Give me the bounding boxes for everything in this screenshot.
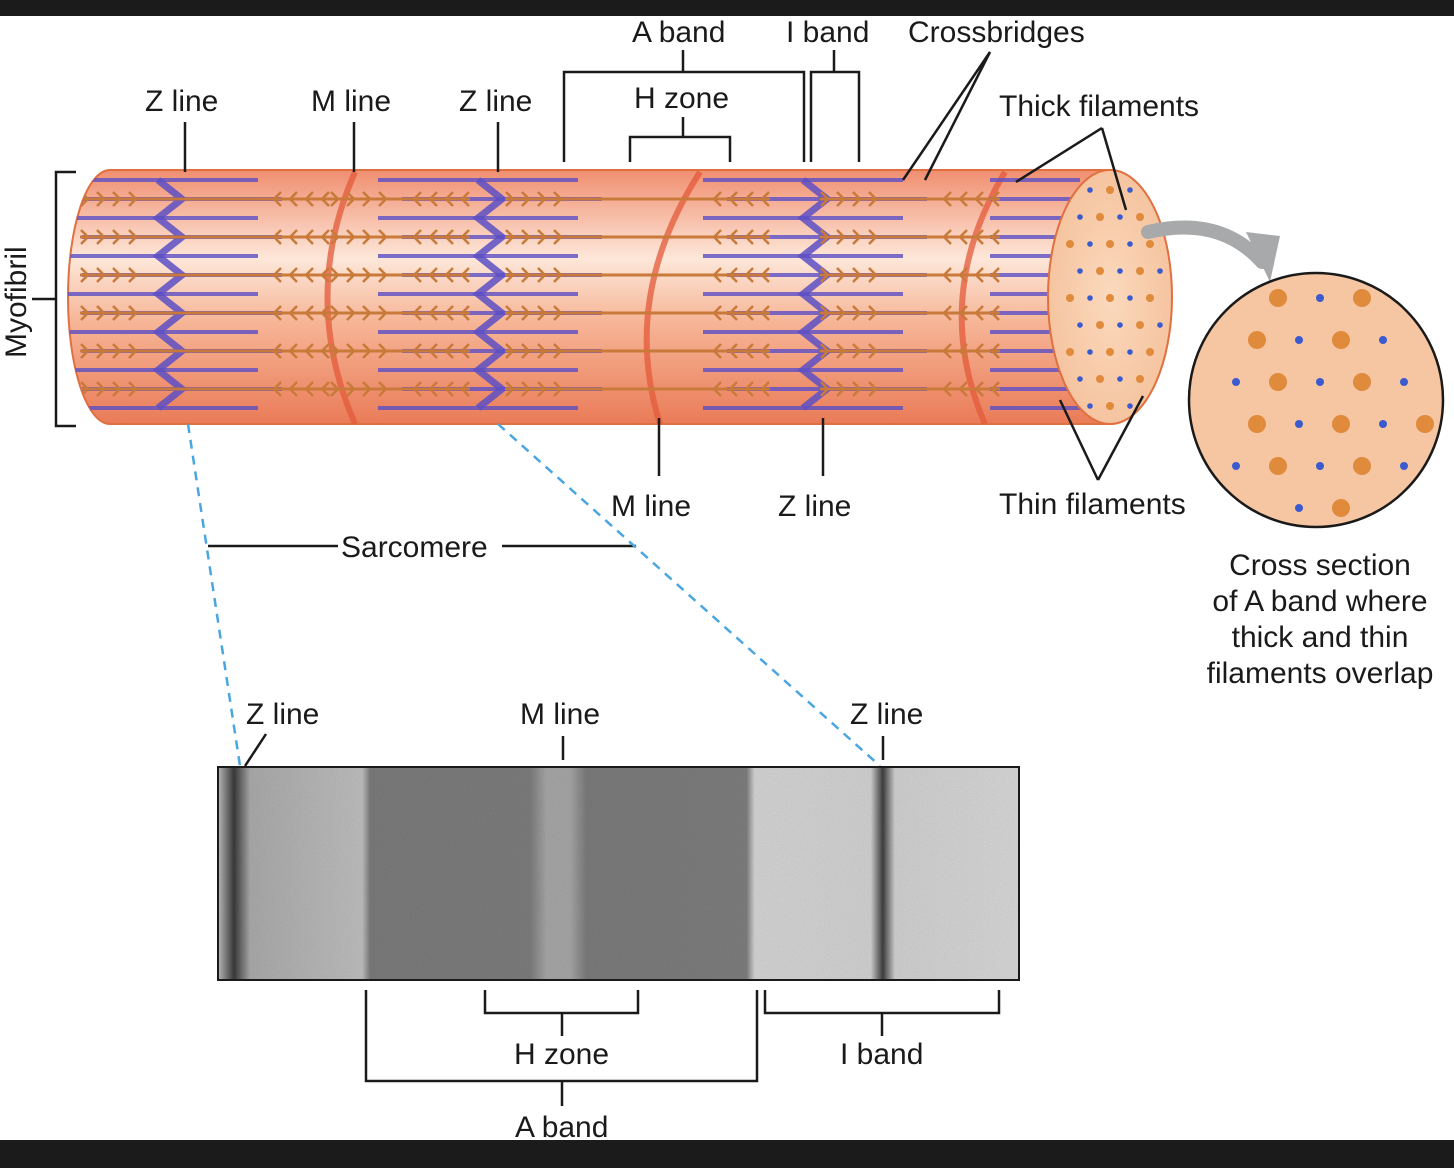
label-h-zone-top: H zone [634,82,729,115]
myofibril-bracket [32,170,76,428]
cross-section-dots [1232,289,1434,517]
label-z-line-top-middle: Z line [459,85,532,118]
label-i-band-top: I band [786,16,869,49]
micrograph-bottom-brackets [364,990,1001,1106]
electron-micrograph [217,766,1020,981]
label-m-line-mid: M line [611,490,691,523]
myofibril-cylinder [67,169,1173,425]
label-crossbridges: Crossbridges [908,16,1085,49]
mid-leader-lines [208,395,1145,548]
label-h-zone-bottom: H zone [514,1038,609,1071]
label-a-band-top: A band [632,16,725,49]
micrograph-top-labels: Z line M line Z line [243,698,923,767]
label-m-line-micro: M line [520,698,600,731]
magnification-guides [186,423,881,767]
label-sarcomere: Sarcomere [341,531,488,564]
caption-line-3: thick and thin [1232,621,1409,654]
band-curves [324,170,1008,424]
cross-section-circle [1187,271,1445,529]
label-m-line-top: M line [311,85,391,118]
magnify-arrow-head [1246,232,1280,282]
label-thick-filaments: Thick filaments [999,90,1199,123]
end-cap-dots [1066,186,1163,410]
caption-line-1: Cross section [1229,549,1411,582]
label-a-band-bottom: A band [515,1111,608,1144]
label-i-band-bottom: I band [840,1038,923,1071]
label-z-line-micro-right: Z line [850,698,923,731]
caption-line-4: filaments overlap [1207,657,1434,690]
filament-array [68,177,1080,411]
cross-section-caption: Cross section of A band where thick and … [1207,549,1434,690]
label-z-line-micro-left: Z line [246,698,319,731]
magnify-arrow [1141,220,1269,269]
label-myofibril: Myofibril [0,246,33,358]
label-z-line-mid: Z line [778,490,851,523]
label-z-line-top-left: Z line [145,85,218,118]
top-leader-lines [183,50,1128,211]
caption-line-2: of A band where [1212,585,1427,618]
label-thin-filaments: Thin filaments [999,488,1186,521]
